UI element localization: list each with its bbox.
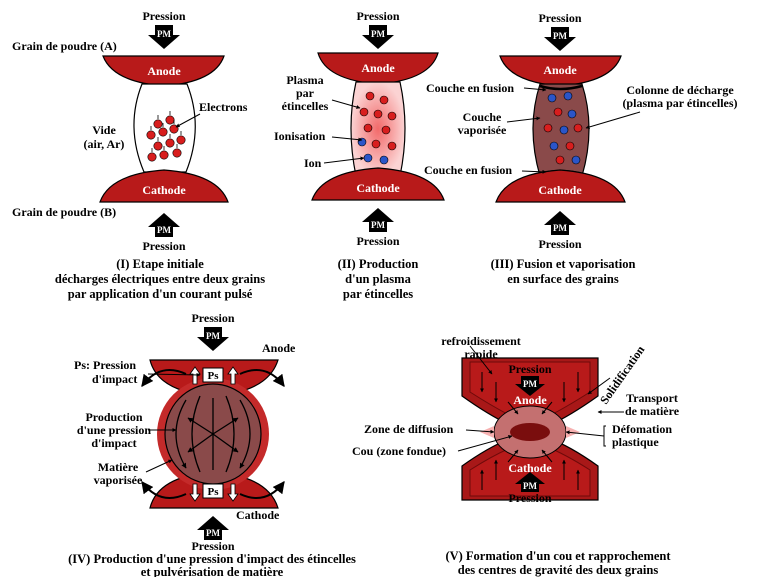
anode-text-label: Anode — [262, 341, 296, 355]
caption-4-line-2: et pulvérisation de matière — [141, 565, 284, 577]
panel-3: Pression PM Anode Cathode Couche en fusi… — [424, 11, 738, 286]
svg-text:PM: PM — [206, 331, 220, 341]
caption-1-line-1: (I) Etape initiale — [116, 257, 204, 271]
anode-label: Anode — [513, 393, 547, 407]
anode-label: Anode — [361, 61, 395, 75]
pressure-label-bottom: Pression — [356, 234, 399, 248]
anode-label: Anode — [543, 63, 577, 77]
pressure-label-bottom: Pression — [191, 539, 234, 553]
pm-arrow-up: PM — [148, 213, 180, 237]
pressure-label-top: Pression — [191, 311, 234, 325]
pm-arrow-up: PM — [362, 208, 394, 232]
transport-label-2: de matière — [625, 404, 680, 418]
pm-arrow-up: PM — [544, 211, 576, 235]
svg-text:PM: PM — [523, 379, 537, 389]
pressure-label-top: Pression — [538, 11, 581, 25]
caption-5-line-2: des centres de gravité des deux grains — [458, 563, 659, 577]
pm-arrow-up: PM — [197, 516, 229, 540]
cathode-label: Cathode — [142, 183, 186, 197]
pm-arrow-down: PM — [544, 27, 576, 51]
couche-vaporisee-label-1: Couche — [463, 110, 502, 124]
pressure-label-top: Pression — [508, 362, 551, 376]
matiere-label-1: Matière — [98, 460, 139, 474]
panel-5: refroidissement rapide Pression — [352, 334, 680, 577]
caption-2-line-2: d'un plasma — [345, 272, 411, 286]
production-label-3: d'impact — [91, 436, 136, 450]
grain-a-label: Grain de poudre (A) — [12, 39, 117, 53]
ps-label-2: d'impact — [92, 372, 137, 386]
production-label-2: d'une pression — [77, 423, 151, 437]
svg-text:PM: PM — [371, 220, 385, 230]
svg-text:PM: PM — [553, 31, 567, 41]
cou-label: Cou (zone fondue) — [352, 444, 446, 458]
ps-box-bottom: Ps — [190, 484, 238, 501]
svg-text:Ps: Ps — [208, 370, 220, 382]
ps-box-top: Ps — [190, 367, 238, 384]
plasma-label-1: Plasma — [286, 73, 323, 87]
electrons-label: Electrons — [199, 100, 248, 114]
pressure-label-bottom: Pression — [538, 237, 581, 251]
matiere-label-2: vaporisée — [94, 473, 143, 487]
cathode-label: Cathode — [538, 183, 582, 197]
deformation-label-1: Défomation — [612, 422, 672, 436]
ps-label-1: Ps: Pression — [74, 358, 136, 372]
caption-2-line-3: par étincelles — [343, 287, 413, 301]
couche-vaporisee-label-2: vaporisée — [458, 123, 507, 137]
transport-label-1: Transport — [626, 391, 678, 405]
caption-3-line-1: (III) Fusion et vaporisation — [491, 257, 636, 271]
caption-2-line-1: (II) Production — [338, 257, 419, 271]
svg-text:Ps: Ps — [208, 486, 220, 498]
production-label-1: Production — [85, 410, 142, 424]
ionisation-label: Ionisation — [274, 129, 326, 143]
plasma-column — [351, 82, 405, 176]
pressure-label-bottom: Pression — [142, 239, 185, 253]
molten-neck-core — [510, 423, 550, 441]
pm-arrow-down: PM — [197, 327, 229, 351]
pm-arrow-down: PM — [362, 25, 394, 49]
couche-fusion-top-label: Couche en fusion — [426, 81, 514, 95]
vide-label: Vide — [92, 123, 116, 137]
svg-text:PM: PM — [206, 528, 220, 538]
caption-5-line-1: (V) Formation d'un cou et rapprochement — [445, 549, 671, 563]
panel-4: Pression PM Anode — [68, 311, 356, 577]
colonne-label-2: (plasma par étincelles) — [622, 96, 737, 110]
pressure-label-top: Pression — [142, 9, 185, 23]
caption-1-line-3: par application d'un courant pulsé — [68, 287, 253, 301]
cathode-text-label: Cathode — [236, 508, 280, 522]
svg-text:PM: PM — [157, 225, 171, 235]
svg-text:PM: PM — [157, 29, 171, 39]
zone-diffusion-label: Zone de diffusion — [364, 422, 454, 436]
grain-b-label: Grain de poudre (B) — [12, 205, 116, 219]
plasma-label-3: étincelles — [282, 99, 329, 113]
pm-arrow-down: PM — [148, 25, 180, 49]
panel-2: Pression PM Anode Cathode Plasma par éti… — [274, 9, 444, 301]
pressure-label-bottom: Pression — [508, 491, 551, 505]
caption-4-line-1: (IV) Production d'une pression d'impact … — [68, 552, 356, 566]
svg-text:PM: PM — [523, 481, 537, 491]
deformation-label-2: plastique — [612, 435, 659, 449]
couche-fusion-bottom-label: Couche en fusion — [424, 163, 512, 177]
svg-text:PM: PM — [371, 29, 385, 39]
refroid-label-1: refroidissement — [441, 334, 521, 348]
ion-label: Ion — [304, 156, 322, 170]
caption-1-line-2: décharges électriques entre deux grains — [55, 272, 265, 286]
cathode-label: Cathode — [356, 181, 400, 195]
caption-3-line-2: en surface des grains — [507, 272, 619, 286]
pressure-label-top: Pression — [356, 9, 399, 23]
vide-sub-label: (air, Ar) — [84, 137, 125, 151]
plasma-label-2: par — [296, 86, 315, 100]
colonne-label-1: Colonne de décharge — [626, 83, 734, 97]
svg-text:PM: PM — [553, 223, 567, 233]
panel-1: Pression PM Grain de poudre (A) Anode Ca… — [12, 9, 265, 301]
anode-label: Anode — [147, 64, 181, 78]
